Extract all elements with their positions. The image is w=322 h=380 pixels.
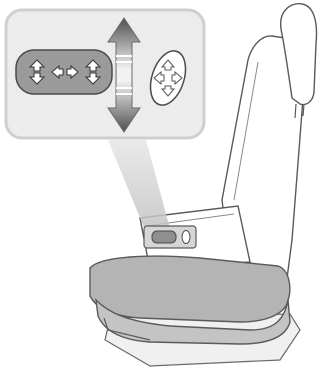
seat-cushion-front [95,298,291,345]
left-right-arrow-icon [51,64,79,80]
arrow-stripes [116,55,132,95]
headrest [280,3,318,106]
callout-beam [108,140,172,242]
recline-switch-small[interactable] [181,230,191,244]
seat-cushion [89,255,291,323]
seat-back-edge [233,61,259,201]
up-down-arrow-icon [28,59,46,85]
four-way-arrow-icon [153,59,183,97]
headrest-post [294,103,305,119]
seat-adjust-switch-small[interactable] [151,230,177,244]
seat-adjust-switch[interactable] [15,49,113,95]
seat-base-rail [103,317,151,341]
recline-switch[interactable] [144,46,192,109]
up-down-arrow-icon [84,59,102,85]
vertical-adjust-arrow-icon [107,17,141,133]
